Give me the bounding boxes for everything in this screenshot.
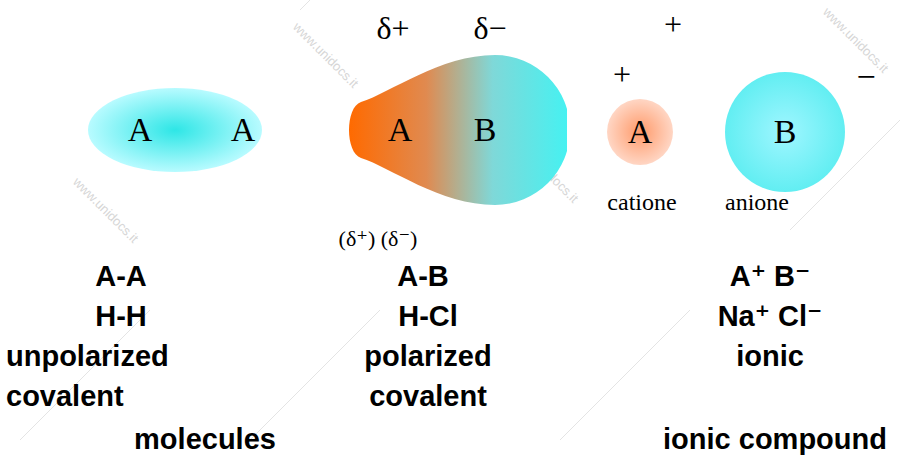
anion-circle: B	[725, 72, 845, 192]
bond-type: polarized	[364, 342, 491, 371]
atom-letter: A	[231, 113, 256, 147]
atom-letter: B	[474, 113, 497, 147]
formula: H-Cl	[398, 302, 458, 331]
formula: A⁺ B⁻	[730, 262, 811, 291]
bond-type: ionic	[736, 342, 804, 371]
ion-charge: −	[856, 60, 875, 94]
ion-charge: +	[664, 8, 682, 40]
watermark: www.unidocs.it	[821, 5, 891, 75]
ion-caption: catione	[607, 190, 676, 214]
shape-outline	[345, 55, 567, 205]
partial-charge: δ+	[376, 12, 409, 44]
polar-molecule-teardrop: AB	[345, 55, 567, 205]
formula: A-B	[397, 262, 449, 291]
formula: Na⁺ Cl⁻	[718, 302, 823, 331]
watermark: www.unidocs.it	[71, 175, 141, 245]
nonpolar-molecule-ellipse: AA	[88, 88, 262, 172]
formula: H-H	[95, 302, 147, 331]
bond-type: covalent	[6, 382, 124, 411]
atom-letter: A	[128, 113, 153, 147]
watermark: www.unidocs.it	[291, 20, 361, 90]
category: molecules	[134, 425, 276, 454]
partial-charge: δ−	[473, 12, 506, 44]
bond-type: covalent	[369, 382, 487, 411]
cation-circle: A	[607, 99, 673, 165]
ion-caption: anione	[725, 190, 789, 214]
ion-charge: +	[613, 58, 631, 90]
category: ionic compound	[663, 425, 887, 454]
atom-letter: B	[774, 115, 797, 149]
bond-type: unpolarized	[6, 342, 169, 371]
atom-letter: A	[388, 113, 413, 147]
atom-letter: A	[628, 115, 653, 149]
charge-note: (δ⁺) (δ⁻)	[339, 228, 418, 250]
formula: A-A	[95, 262, 147, 291]
